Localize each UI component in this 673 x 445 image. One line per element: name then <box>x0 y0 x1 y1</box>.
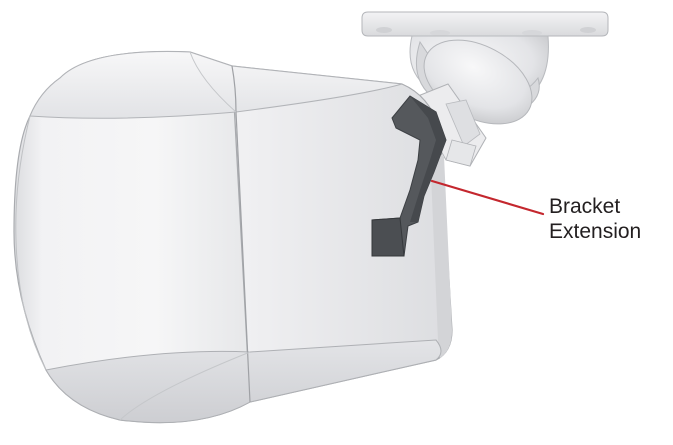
callout-label: Bracket Extension <box>549 194 641 244</box>
camera-housing <box>13 50 453 424</box>
bracket-extension <box>371 95 447 257</box>
callout-label-line-2: Extension <box>549 220 642 243</box>
callout-label-line-1: Bracket <box>549 195 621 218</box>
swivel-knuckle <box>417 83 487 167</box>
callout-leader-line <box>430 179 545 216</box>
mount-plate <box>361 11 609 37</box>
